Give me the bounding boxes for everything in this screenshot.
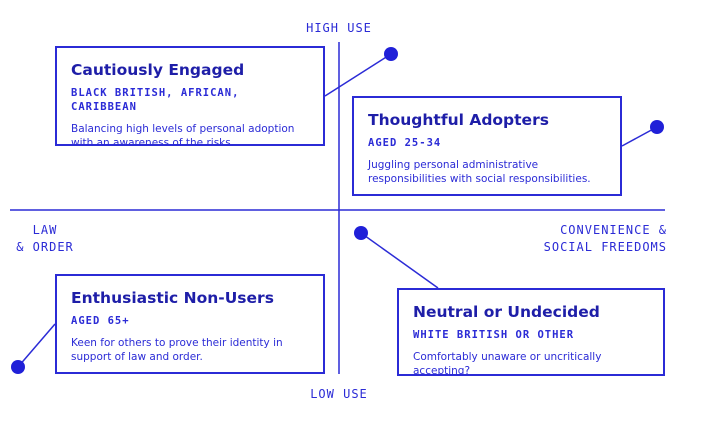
axis-label-low-use: LOW USE <box>310 387 368 401</box>
segment-title: Enthusiastic Non-Users <box>71 289 274 307</box>
segment-description: Balancing high levels of personal adopti… <box>71 123 295 149</box>
segment-title: Cautiously Engaged <box>71 61 245 79</box>
axis-label-high-use: HIGH USE <box>306 21 372 35</box>
segment-card-neutral-undecided: Neutral or Undecided WHITE BRITISH OR OT… <box>397 288 665 377</box>
segment-subtitle: WHITE BRITISH OR OTHER <box>413 329 575 341</box>
connector-neutral-undecided <box>360 232 439 289</box>
marker-neutral-undecided <box>354 226 368 240</box>
axis-label-convenience-line1: CONVENIENCE & <box>560 223 667 237</box>
axis-label-convenience: CONVENIENCE & SOCIAL FREEDOMS <box>544 222 667 256</box>
segment-title: Thoughtful Adopters <box>368 111 549 129</box>
axis-label-law-order-line2: & ORDER <box>16 240 74 254</box>
segment-title: Neutral or Undecided <box>413 303 600 321</box>
connector-cautiously-engaged <box>324 53 392 97</box>
axis-label-law-order: LAW & ORDER <box>10 222 80 256</box>
segment-subtitle: AGED 25-34 <box>368 137 442 149</box>
segment-card-enthusiastic-non-users: Enthusiastic Non-Users AGED 65+ Keen for… <box>55 274 325 374</box>
axis-label-law-order-line1: LAW <box>32 223 58 237</box>
axis-label-convenience-line2: SOCIAL FREEDOMS <box>543 240 667 254</box>
segment-description: Comfortably unaware or uncritically acce… <box>413 351 602 377</box>
marker-enthusiastic-non-users <box>11 360 25 374</box>
segment-description: Keen for others to prove their identity … <box>71 337 283 363</box>
segment-subtitle: BLACK BRITISH, AFRICAN, CARIBBEAN <box>71 87 240 113</box>
segment-card-thoughtful-adopters: Thoughtful Adopters AGED 25-34 Juggling … <box>352 96 622 196</box>
segment-card-cautiously-engaged: Cautiously Engaged BLACK BRITISH, AFRICA… <box>55 46 325 149</box>
segment-subtitle: AGED 65+ <box>71 315 130 327</box>
marker-cautiously-engaged <box>384 47 398 61</box>
connector-enthusiastic-non-users <box>17 323 56 368</box>
segment-description: Juggling personal administrative respons… <box>368 159 591 185</box>
marker-thoughtful-adopters <box>650 120 664 134</box>
